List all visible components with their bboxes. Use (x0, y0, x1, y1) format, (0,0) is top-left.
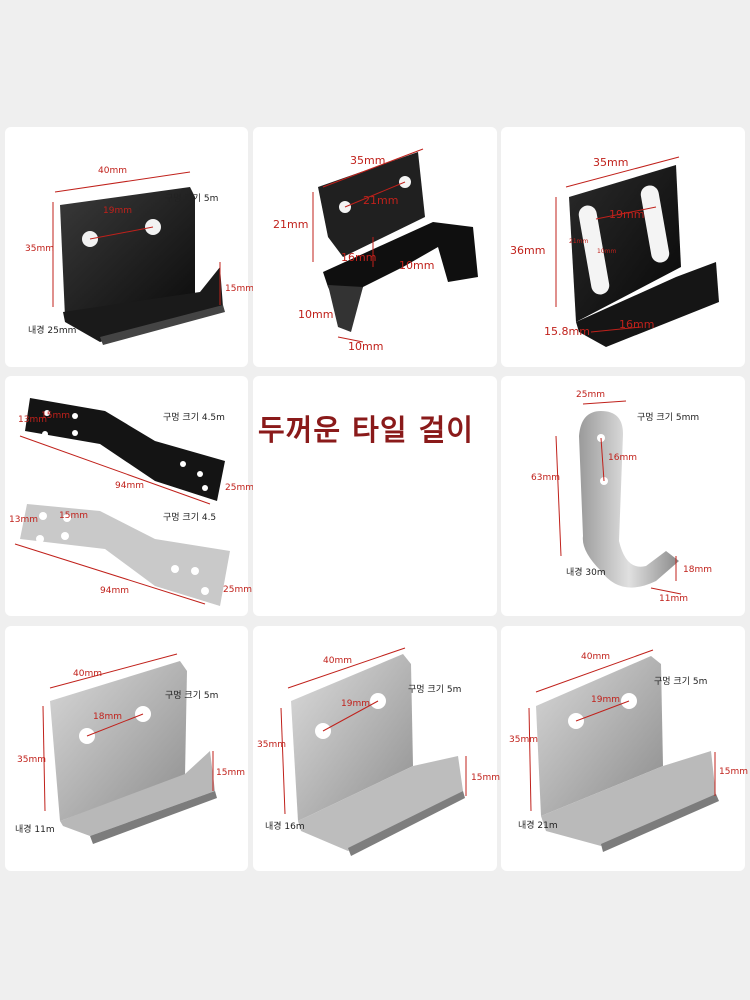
p9-height-label: 35mm (509, 735, 538, 745)
black-slotted-bracket-image (555, 156, 719, 347)
p1-hole-size-label: 구멍 크기 5m (165, 194, 219, 204)
p7-hole-gap-label: 18mm (93, 712, 122, 722)
p9-lip-label: 15mm (719, 767, 748, 777)
p7-inner-label: 내경 11m (15, 825, 55, 835)
p6-hook-w-label: 11mm (659, 594, 688, 604)
p2-hole-gap-label: 21mm (363, 194, 399, 207)
p3-depth-label: 15.8mm (544, 325, 590, 338)
p7-width-label: 40mm (73, 669, 102, 679)
p8-hole-gap-label: 19mm (341, 699, 370, 709)
p4-top-w-label: 25mm (225, 483, 254, 493)
p3-slot-gap-label: 19mm (609, 208, 645, 221)
p2-height-label: 21mm (273, 218, 309, 231)
p7-height-label: 35mm (17, 755, 46, 765)
p3-small-a-label: 21mm (569, 238, 589, 245)
p4-bot-b-label: 15mm (59, 511, 88, 521)
steel-bracket-21-image (528, 649, 719, 852)
panel-steel-bracket-11: 40mm 구멍 크기 5m 18mm 35mm 15mm 내경 11m (5, 626, 248, 871)
p6-height-label: 63mm (531, 473, 560, 483)
p9-width-label: 40mm (581, 652, 610, 662)
black-notched-bracket-image (312, 148, 478, 343)
p1-height-label: 35mm (25, 244, 54, 254)
p1-inner-label: 내경 25mm (28, 326, 77, 336)
steel-bracket-11-image (42, 653, 217, 844)
panel-flat-plates: 13mm 15mm 구멍 크기 4.5m 94mm 25mm 13mm 15mm… (5, 376, 254, 616)
p2-foot-w-label: 10mm (348, 340, 384, 353)
black-j-bracket-image (52, 171, 225, 345)
p4-bot-len-label: 94mm (100, 586, 129, 596)
p1-hole-gap-label: 19mm (103, 206, 132, 216)
steel-bracket-16-image (280, 647, 467, 856)
p3-width-label: 35mm (593, 156, 629, 169)
p4-top-b-label: 15mm (41, 411, 70, 421)
panel-title (253, 376, 497, 616)
p4-bot-w-label: 25mm (223, 585, 252, 595)
p8-width-label: 40mm (323, 656, 352, 666)
p6-inner-label: 내경 30m (566, 568, 606, 578)
p9-hole-gap-label: 19mm (591, 695, 620, 705)
page-title: 두꺼운 타일 걸이 (258, 413, 474, 447)
p7-hole-size-label: 구멍 크기 5m (165, 691, 219, 701)
p6-hook-h-label: 18mm (683, 565, 712, 575)
p2-notch-w-label: 10mm (399, 259, 435, 272)
p9-hole-size-label: 구멍 크기 5m (654, 677, 708, 687)
p6-width-label: 25mm (576, 390, 605, 400)
p8-height-label: 35mm (257, 740, 286, 750)
p6-hole-size-label: 구멍 크기 5mm (637, 413, 700, 423)
p4-top-len-label: 94mm (115, 481, 144, 491)
p3-height-label: 36mm (510, 244, 546, 257)
panel-steel-j-hook: 25mm 구멍 크기 5mm 63mm 16mm 내경 30m 18mm 11m… (501, 376, 745, 616)
p2-inner-h-label: 16mm (341, 251, 377, 264)
p4-bot-hole-label: 구멍 크기 4.5 (163, 513, 217, 523)
p2-foot-h-label: 10mm (298, 308, 334, 321)
p1-width-label: 40mm (98, 166, 127, 176)
p8-hole-size-label: 구멍 크기 5m (408, 685, 462, 695)
p9-inner-label: 내경 21m (518, 821, 558, 831)
p2-width-label: 35mm (350, 154, 386, 167)
p3-small-b-label: 10mm (597, 248, 617, 255)
panel-black-notched-bracket: 35mm 21mm 21mm 16mm 10mm 10mm 10mm (253, 127, 497, 367)
flat-plates-image (14, 398, 230, 606)
steel-j-hook-image (555, 400, 682, 595)
p6-hole-gap-label: 16mm (608, 453, 637, 463)
p1-lip-label: 15mm (225, 284, 254, 294)
p8-inner-label: 내경 16m (265, 822, 305, 832)
panel-steel-bracket-16: 40mm 구멍 크기 5m 19mm 35mm 15mm 내경 16m (253, 626, 500, 871)
p4-bot-a-label: 13mm (9, 515, 38, 525)
panel-steel-bracket-21: 40mm 구멍 크기 5m 19mm 35mm 15mm 내경 21m (501, 626, 748, 871)
panel-black-slotted-bracket: 35mm 19mm 36mm 21mm 10mm 15.8mm 16mm (501, 127, 745, 367)
p7-lip-label: 15mm (216, 768, 245, 778)
p4-top-hole-label: 구멍 크기 4.5m (163, 413, 225, 423)
p8-lip-label: 15mm (471, 773, 500, 783)
p4-top-a-label: 13mm (18, 415, 47, 425)
p3-lip-label: 16mm (619, 318, 655, 331)
panel-black-j-bracket: 40mm 19mm 구멍 크기 5m 35mm 15mm 내경 25mm (5, 127, 254, 367)
